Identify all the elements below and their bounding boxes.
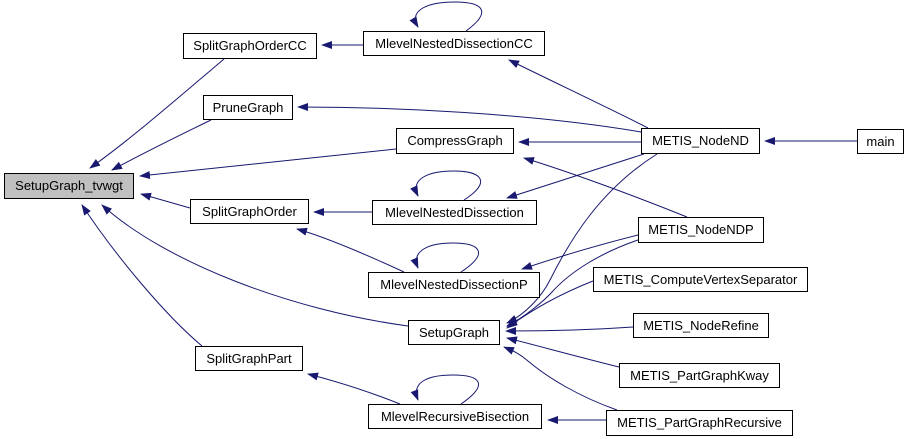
edge-metis-computevertexseparator-to-setupgraph [506, 280, 594, 329]
edge-metis-nodendp-to-compressgraph [523, 157, 688, 218]
node-setupgraph[interactable]: SetupGraph [408, 320, 500, 345]
node-splitgraphorder[interactable]: SplitGraphOrder [190, 199, 309, 224]
node-mlevelnesteddissection[interactable]: MlevelNestedDissection [372, 200, 537, 225]
node-mlevelnesteddissectionp[interactable]: MlevelNestedDissectionP [368, 272, 540, 298]
node-splitgraphpart[interactable]: SplitGraphPart [195, 346, 303, 371]
edge-mlevelrecursivebisection-to-mlevelrecursivebisection [410, 374, 479, 405]
node-setupgraph-tvwgt: SetupGraph_tvwgt [4, 173, 134, 199]
edge-mlevelrecursivebisection-to-splitgraphpart [307, 372, 401, 405]
node-metis-nodend[interactable]: METIS_NodeND [641, 128, 760, 154]
edge-metis-nodend-to-prunegraph [297, 103, 642, 133]
edge-mlevelnesteddissectionp-to-mlevelnesteddissectionp [410, 242, 479, 273]
node-metis-nodendp[interactable]: METIS_NodeNDP [638, 217, 764, 243]
edge-setupgraph-to-setupgraph-tvwgt [101, 204, 409, 327]
edge-splitgraphordercc-to-setupgraph-tvwgt [89, 58, 225, 169]
edge-metis-nodend-to-mlevelnesteddissectioncc [508, 59, 649, 129]
edge-splitgraphpart-to-setupgraph-tvwgt [81, 204, 203, 347]
edge-metis-partgraphkway-to-setupgraph [506, 336, 620, 368]
node-splitgraphordercc[interactable]: SplitGraphOrderCC [183, 33, 317, 59]
edge-mlevelnesteddissectioncc-to-mlevelnesteddissectioncc [409, 1, 483, 32]
edge-splitgraphorder-to-setupgraph-tvwgt [140, 192, 191, 209]
edge-metis-noderefine-to-setupgraph [505, 326, 634, 335]
edge-compressgraph-to-setupgraph-tvwgt [139, 148, 397, 179]
node-metis-partgraphrecursive[interactable]: METIS_PartGraphRecursive [606, 410, 793, 436]
node-metis-computevertexseparator[interactable]: METIS_ComputeVertexSeparator [593, 267, 808, 292]
edge-mlevelnesteddissection-to-mlevelnesteddissection [410, 170, 482, 201]
edge-metis-nodend-to-setupgraph [506, 153, 658, 324]
node-metis-partgraphkway[interactable]: METIS_PartGraphKway [619, 363, 780, 388]
edge-metis-partgraphrecursive-to-setupgraph [503, 346, 618, 411]
edge-mlevelnesteddissectionp-to-splitgraphorder [296, 227, 405, 273]
node-compressgraph[interactable]: CompressGraph [396, 128, 514, 154]
node-prunegraph[interactable]: PruneGraph [203, 95, 293, 120]
edge-metis-nodendp-to-mlevelnesteddissectionp [521, 234, 639, 270]
node-main[interactable]: main [857, 129, 904, 154]
node-mlevelrecursivebisection[interactable]: MlevelRecursiveBisection [368, 404, 542, 429]
edges-group [81, 1, 857, 424]
node-mlevelnesteddissectioncc[interactable]: MlevelNestedDissectionCC [363, 31, 545, 56]
edge-prunegraph-to-setupgraph-tvwgt [111, 119, 212, 171]
node-metis-noderefine[interactable]: METIS_NodeRefine [633, 313, 769, 338]
edge-metis-nodend-to-mlevelnesteddissection [506, 153, 645, 199]
